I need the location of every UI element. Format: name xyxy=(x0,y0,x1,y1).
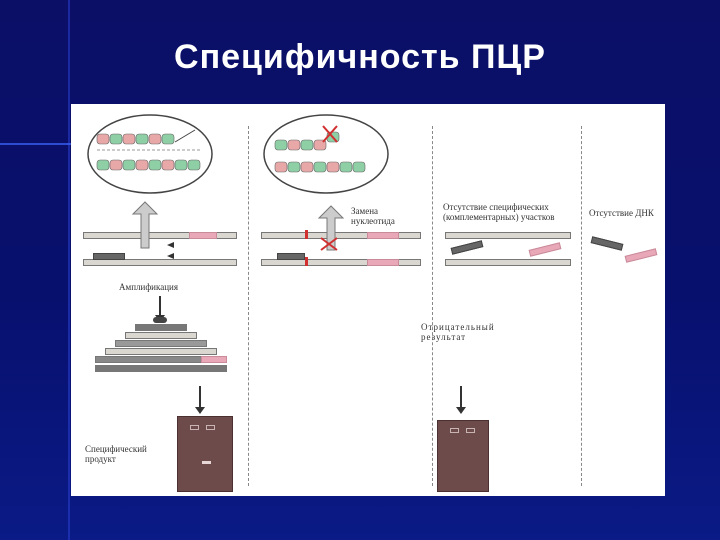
product-layer xyxy=(125,332,197,339)
primer-gray-3 xyxy=(450,240,484,255)
zoom-ellipse-matched xyxy=(87,114,213,194)
primer-pink-1 xyxy=(189,232,217,239)
gel-well xyxy=(450,428,459,433)
gel-negative xyxy=(437,420,489,492)
gel-well xyxy=(190,425,199,430)
dna-strand-bottom-2 xyxy=(261,259,421,266)
gel-band-specific xyxy=(202,461,211,464)
zoom-ellipse-mismatch xyxy=(263,114,389,194)
mismatch-mark xyxy=(305,230,308,239)
direction-arrow-icon xyxy=(167,242,174,248)
primer-pink-stack xyxy=(201,356,227,363)
primer-pink-3 xyxy=(528,242,562,257)
product-stack-top xyxy=(153,317,167,323)
direction-arrow-icon xyxy=(167,253,174,259)
dna-strand-top-2 xyxy=(261,232,421,239)
decorative-horizontal-line xyxy=(0,143,80,145)
label-substitution: Замена нуклеотида xyxy=(351,206,395,226)
pcr-diagram-panel: Амплификация Специфический продукт Замен… xyxy=(71,104,665,496)
down-arrow-icon xyxy=(155,296,165,322)
label-no-dna: Отсутствие ДНК xyxy=(589,208,654,218)
product-layer xyxy=(95,365,227,372)
decorative-vertical-line xyxy=(68,0,70,540)
gel-well xyxy=(206,425,215,430)
slide-title: Специфичность ПЦР xyxy=(174,38,546,76)
gel-positive xyxy=(177,416,233,492)
label-amplification: Амплификация xyxy=(119,282,178,292)
primer-gray-4 xyxy=(590,236,624,251)
dna-strand-bottom-1 xyxy=(83,259,237,266)
dna-strand-top-1 xyxy=(83,232,237,239)
product-layer xyxy=(115,340,207,347)
label-negative: Отрицательный результат xyxy=(421,322,495,342)
primer-gray-2 xyxy=(277,253,305,260)
primer-pink-2b xyxy=(367,259,399,266)
separator-3 xyxy=(581,126,582,486)
separator-1 xyxy=(248,126,249,486)
mismatch-mark xyxy=(305,257,308,266)
label-specific-product: Специфический продукт xyxy=(85,444,147,464)
primer-gray-1 xyxy=(93,253,125,260)
gel-well xyxy=(466,428,475,433)
product-layer xyxy=(105,348,217,355)
down-arrow-icon xyxy=(195,386,205,414)
primer-pink-4 xyxy=(624,248,658,263)
label-no-specific: Отсутствие специфических (комплементарны… xyxy=(443,202,555,222)
down-arrow-icon xyxy=(456,386,466,414)
product-layer xyxy=(135,324,187,331)
zoom-pointer-arrow-icon xyxy=(317,205,345,251)
primer-pink-2 xyxy=(367,232,399,239)
dna-strand-top-3 xyxy=(445,232,571,239)
dna-strand-bottom-3 xyxy=(445,259,571,266)
separator-2 xyxy=(432,126,433,486)
zoom-pointer-arrow-icon xyxy=(131,201,159,249)
